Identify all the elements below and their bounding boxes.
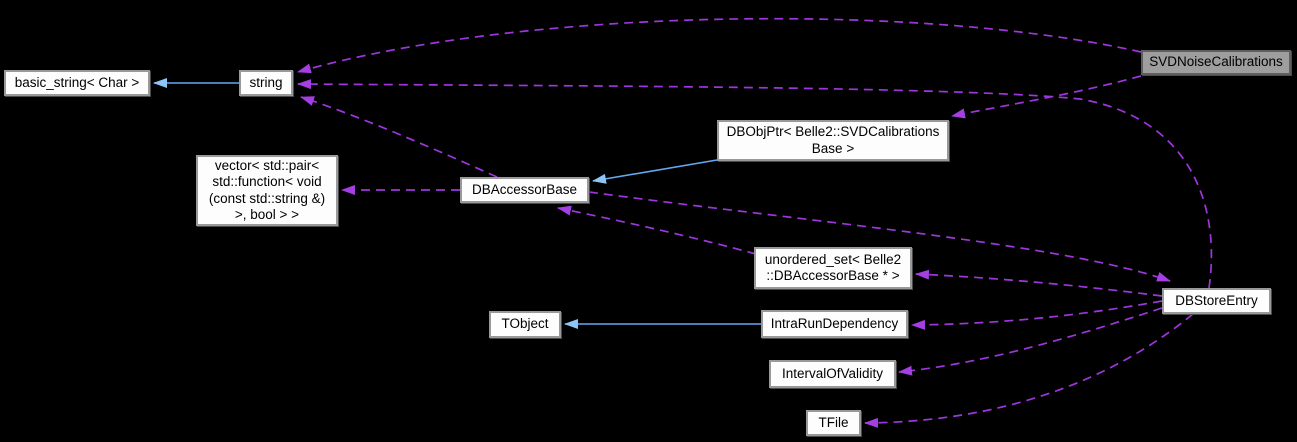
edge-dbaccessorbase-to-dbstoreentry <box>588 191 1171 282</box>
edge-dbstoreentry-to-intrarundependency <box>911 300 1163 330</box>
edge-dbstoreentry-to-tfile <box>864 313 1194 428</box>
node-tfile[interactable]: TFile <box>806 410 861 436</box>
node-dbaccessorbase[interactable]: DBAccessorBase <box>460 177 589 203</box>
node-intrarundependency[interactable]: IntraRunDependency <box>761 310 908 338</box>
node-label: vector< std::pair< std::function< void (… <box>208 157 326 222</box>
node-dbobjptr[interactable]: DBObjPtr< Belle2::SVDCalibrations Base > <box>717 120 949 161</box>
edge-accessor-set-to-dbaccessorbase <box>557 205 757 255</box>
edge-dbobjptr-to-dbaccessorbase <box>592 159 718 184</box>
node-label: DBStoreEntry <box>1175 292 1258 308</box>
node-label: DBObjPtr< Belle2::SVDCalibrations Base > <box>726 124 940 156</box>
node-label: TFile <box>818 414 849 430</box>
edge-dbstoreentry-to-accessor-set <box>915 269 1163 297</box>
node-dbstoreentry[interactable]: DBStoreEntry <box>1162 288 1271 314</box>
node-intervalofvalidity[interactable]: IntervalOfValidity <box>769 360 896 388</box>
node-accessor-set[interactable]: unordered_set< Belle2 ::DBAccessorBase *… <box>754 247 912 289</box>
node-label: basic_string< Char > <box>14 74 140 90</box>
node-label: string <box>249 74 283 90</box>
edge-dbstoreentry-to-intervalofvalidity <box>898 307 1163 376</box>
node-label: TObject <box>501 316 549 332</box>
edge-svdnoisecalibrations-to-dbobjptr <box>951 75 1142 119</box>
edge-dbaccessorbase-to-string <box>300 96 498 178</box>
node-tobject[interactable]: TObject <box>489 311 561 338</box>
node-string[interactable]: string <box>239 70 293 96</box>
node-svdnoisecalibrations[interactable]: SVDNoiseCalibrations <box>1141 50 1291 75</box>
node-label: DBAccessorBase <box>471 181 578 197</box>
node-label: IntervalOfValidity <box>781 365 884 381</box>
node-callback-vector[interactable]: vector< std::pair< std::function< void (… <box>196 155 338 226</box>
node-label: IntraRunDependency <box>770 315 899 331</box>
node-label: unordered_set< Belle2 ::DBAccessorBase *… <box>764 251 902 283</box>
edge-svdnoisecalibrations-to-string <box>297 17 1142 74</box>
node-basic-string[interactable]: basic_string< Char > <box>4 70 150 96</box>
node-label: SVDNoiseCalibrations <box>1149 54 1283 70</box>
